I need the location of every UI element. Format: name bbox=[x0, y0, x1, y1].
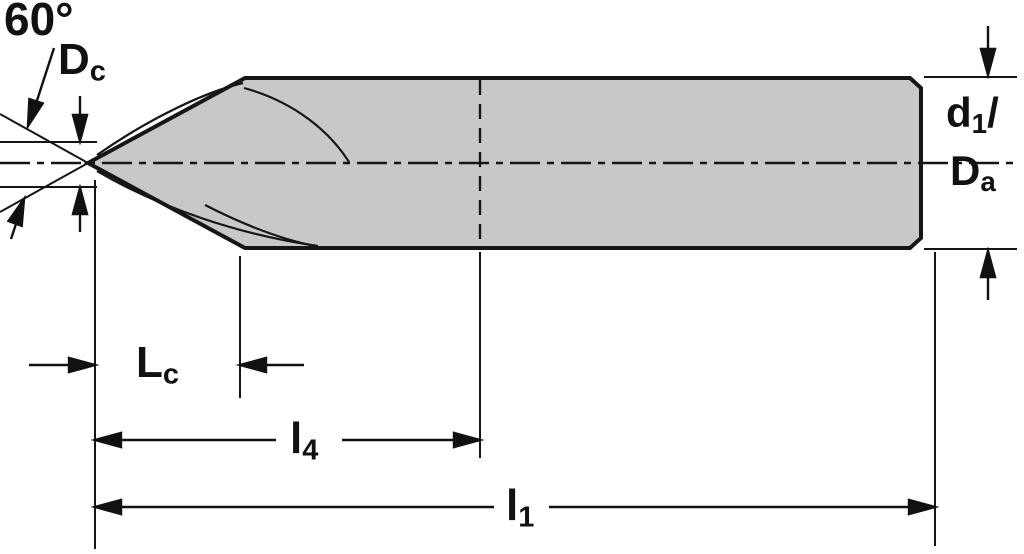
angle-leader-lower-head bbox=[6, 194, 26, 228]
shank-diameter-suffix: / bbox=[987, 89, 999, 136]
cut-length-arrow-right-head bbox=[235, 356, 268, 374]
shank-diameter-label: d1/ bbox=[946, 92, 999, 138]
flute-curve-lower-inner bbox=[204, 204, 316, 248]
intermediate-length-sub: 4 bbox=[302, 434, 319, 467]
shank-diameter2-base: D bbox=[950, 147, 981, 194]
intermediate-length-base: l bbox=[290, 414, 303, 463]
shank-diameter-arrow-bottom-head bbox=[979, 246, 997, 279]
angle-leader-upper-head bbox=[26, 97, 45, 131]
overall-length-sub: 1 bbox=[518, 501, 535, 534]
shank-diameter2-sub: a bbox=[980, 166, 996, 198]
point-angle-label: 60° bbox=[4, 0, 74, 42]
tip-diameter-arrow-top-head bbox=[71, 113, 89, 146]
cut-length-arrow-left-head bbox=[67, 356, 100, 374]
cut-length-label: Lc bbox=[136, 341, 179, 389]
shank-diameter-base: d bbox=[946, 89, 972, 136]
shank-diameter2-label: Da bbox=[950, 150, 996, 196]
cut-length-sub: c bbox=[162, 358, 180, 391]
flute-curve-upper-sweep bbox=[243, 86, 350, 163]
tip-diameter-sub: c bbox=[89, 55, 106, 88]
tip-diameter-base: D bbox=[58, 35, 90, 84]
intermediate-length-arrow-right-head bbox=[452, 431, 485, 449]
flute-curve-upper-edge bbox=[96, 81, 244, 156]
overall-length-arrow-right-head bbox=[907, 498, 940, 516]
shank-diameter-arrow-top-head bbox=[979, 47, 997, 80]
overall-length-arrow-left-head bbox=[90, 498, 123, 516]
tip-diameter-label: Dc bbox=[58, 38, 106, 86]
flute-curve-lower-edge bbox=[96, 170, 319, 248]
cut-length-base: L bbox=[136, 338, 163, 387]
overall-length-label: l1 bbox=[506, 484, 534, 532]
shank-diameter-sub: 1 bbox=[971, 108, 988, 140]
intermediate-length-arrow-left-head bbox=[90, 431, 123, 449]
intermediate-length-label: l4 bbox=[290, 417, 318, 465]
point-angle-text: 60° bbox=[4, 0, 74, 45]
dimension-lines bbox=[6, 26, 997, 516]
tip-diameter-arrow-bottom-head bbox=[71, 183, 89, 216]
overall-length-base: l bbox=[506, 481, 519, 530]
